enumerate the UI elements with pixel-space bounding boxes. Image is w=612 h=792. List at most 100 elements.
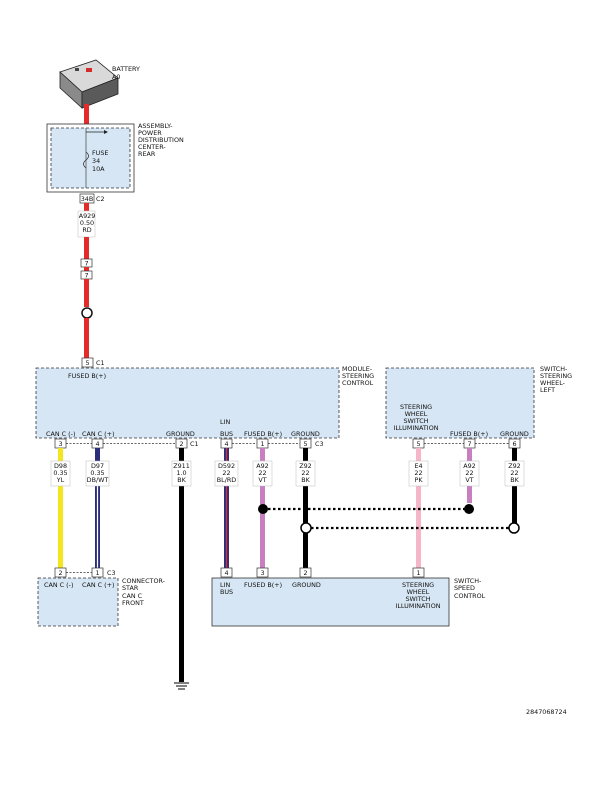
module-pin-label-can-neg: CAN C (-) xyxy=(46,430,75,438)
wire-tag-z92-gauge: 22 xyxy=(301,469,309,477)
module-name-2: STEERING xyxy=(342,372,374,380)
speed-label-lin-top: LIN xyxy=(220,581,230,589)
inline-pin-top: 7 xyxy=(84,260,88,268)
wire-main-color: RD xyxy=(82,226,91,234)
wire-tag-e4-color: PK xyxy=(414,476,423,484)
splice-ring-left xyxy=(300,522,312,534)
star-conn-c3: C3 xyxy=(107,569,116,577)
star-pin-2-label: 2 xyxy=(58,569,62,577)
module-pin-label-ground2: GROUND xyxy=(291,430,320,438)
wire-tag-d592-circuit: D592 xyxy=(218,462,235,470)
speed-pin-4-label: 4 xyxy=(224,569,228,577)
battery-icon xyxy=(59,59,119,109)
speed-label-ground: GROUND xyxy=(292,581,321,589)
splice-ring-right xyxy=(508,522,520,534)
module-name-3: CONTROL xyxy=(342,379,374,387)
wire-tag-a92-circuit: A92 xyxy=(256,462,269,470)
star-label-can-pos: CAN C (+) xyxy=(82,581,114,589)
pdc-name-3: DISTRIBUTION xyxy=(138,136,184,144)
sw-illum-1: STEERING xyxy=(400,403,432,411)
speed-pin-3-label: 3 xyxy=(260,569,264,577)
module-pin-label-lin: BUS xyxy=(220,430,233,438)
fuse-number: 34 xyxy=(92,157,100,165)
speed-name-2: SPEED xyxy=(454,584,475,592)
module-fused-label: FUSED B(+) xyxy=(68,372,106,380)
module-name-1: MODULE- xyxy=(342,365,372,373)
wire-tag-d98-gauge: 0.35 xyxy=(53,469,67,477)
star-name-4: FRONT xyxy=(122,599,144,607)
wire-tag-d97-gauge: 0.35 xyxy=(90,469,104,477)
wire-tag-a92r-color: VT xyxy=(465,476,473,484)
arrow-icon xyxy=(104,130,108,134)
wire-z911 xyxy=(179,486,184,682)
speed-illum-1: STEERING xyxy=(402,581,434,589)
wire-main-gauge: 0.50 xyxy=(80,219,94,227)
module-conn-c3: C3 xyxy=(315,440,324,448)
wire-tag-a92-color: VT xyxy=(258,476,266,484)
speed-illum-3: SWITCH xyxy=(405,595,430,603)
wire-tag-z92r-gauge: 22 xyxy=(510,469,518,477)
star-label-can-neg: CAN C (-) xyxy=(44,581,73,589)
speed-illum-2: WHEEL xyxy=(407,588,430,596)
wire-tag-z911-circuit: Z911 xyxy=(173,462,190,470)
wire-tag-a92r-gauge: 22 xyxy=(465,469,473,477)
pdc-inner-box xyxy=(50,127,131,189)
splice-dot-right xyxy=(464,504,474,514)
pdc-name-4: CENTER- xyxy=(138,143,166,151)
pdc-name-2: POWER xyxy=(138,129,162,137)
pdc-pin-label: 34B xyxy=(81,195,94,203)
document-number: 2847068724 xyxy=(526,708,567,716)
wire-tag-a92-gauge: 22 xyxy=(258,469,266,477)
module-pin-1-label: 1 xyxy=(260,440,264,448)
switch-speed-box xyxy=(211,577,450,627)
module-steering-box xyxy=(35,367,340,439)
module-pin-3-label: 3 xyxy=(58,440,62,448)
wire-battery-red xyxy=(84,104,89,124)
wire-d98 xyxy=(58,486,63,568)
switch-name-3: WHEEL- xyxy=(540,379,565,387)
wire-tag-d97-color: DB/WT xyxy=(87,476,109,484)
star-name-1: CONNECTOR- xyxy=(122,577,165,585)
speed-pin-4 xyxy=(220,567,233,578)
wire-tag-d98-circuit: D98 xyxy=(54,462,67,470)
switch-steering-box xyxy=(385,367,535,439)
speed-label-fused: FUSED B(+) xyxy=(244,581,282,589)
pdc-name-5: REAR xyxy=(138,150,156,158)
splice-icon xyxy=(81,307,93,319)
connector-star-box xyxy=(37,577,119,627)
speed-pin-1-label: 1 xyxy=(416,569,420,577)
module-top-pin-label: 5 xyxy=(85,359,89,367)
module-pin-label-lin-top: LIN xyxy=(220,418,230,426)
speed-pin-2-label: 2 xyxy=(303,569,307,577)
module-pin-5-label: 5 xyxy=(303,440,307,448)
sw-ground-label: GROUND xyxy=(500,430,529,438)
wire-tag-d97-circuit: D97 xyxy=(91,462,104,470)
module-pin-label-fused: FUSED B(+) xyxy=(244,430,282,438)
battery-id: A0 xyxy=(112,73,120,81)
module-pin-label-can-pos: CAN C (+) xyxy=(82,430,114,438)
wire-tag-z92-circuit: Z92 xyxy=(299,462,312,470)
pdc-name-1: ASSEMBLY- xyxy=(138,122,173,130)
wire-tag-e4-gauge: 22 xyxy=(414,469,422,477)
wire-tag-d592-color: BL/RD xyxy=(217,476,237,484)
speed-name-1: SWITCH- xyxy=(454,577,481,585)
speed-pin-3 xyxy=(256,567,269,578)
switch-pin-6-label: 6 xyxy=(512,440,516,448)
module-conn-c1: C1 xyxy=(190,440,199,448)
switch-pin-5-label: 5 xyxy=(416,440,420,448)
wire-tag-d98-color: YL xyxy=(56,476,65,484)
speed-pin-1 xyxy=(412,567,425,578)
speed-name-3: CONTROL xyxy=(454,592,486,600)
wire-a92-right xyxy=(467,486,472,503)
wire-tag-z92r-circuit: Z92 xyxy=(508,462,521,470)
wire-tag-z911-color: BK xyxy=(177,476,186,484)
switch-name-1: SWITCH- xyxy=(540,365,567,373)
wire-tag-e4-circuit: E4 xyxy=(414,462,422,470)
sw-illum-3: SWITCH xyxy=(403,417,428,425)
sw-illum-2: WHEEL xyxy=(405,410,428,418)
sw-fused-label: FUSED B(+) xyxy=(450,430,488,438)
switch-name-4: LEFT xyxy=(540,386,555,394)
sw-illum-4: ILLUMINATION xyxy=(393,424,438,432)
module-pin-label-ground: GROUND xyxy=(166,430,195,438)
